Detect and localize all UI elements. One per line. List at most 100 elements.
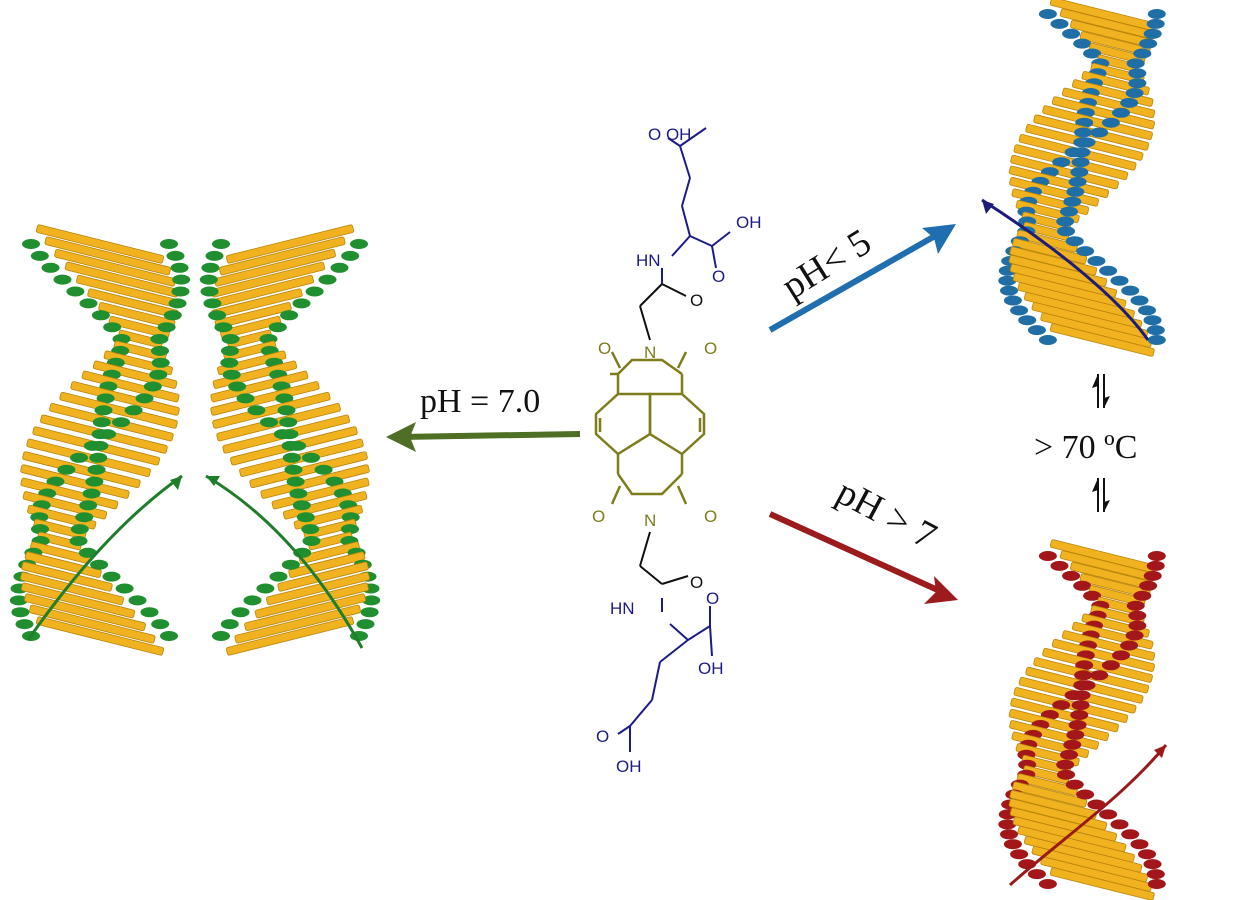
helix-rod: [59, 391, 178, 429]
helix-strand-bead: [1057, 769, 1075, 780]
helix-strand-bead: [305, 286, 324, 297]
helix-strand-bead: [124, 405, 143, 416]
helix-rod: [1088, 585, 1146, 607]
helix-rod: [20, 582, 136, 619]
helix-rod: [266, 571, 370, 606]
helix-strand-bead: [1076, 246, 1095, 257]
helix-strand-bead: [1000, 829, 1018, 840]
helix-rod: [227, 329, 272, 349]
helix-rod: [234, 604, 361, 644]
helix-strand-bead: [302, 452, 320, 463]
ndi-core: [594, 351, 706, 505]
helix-strand-bead: [115, 583, 134, 594]
helix-strand-bead: [83, 440, 102, 451]
atom-o: O: [598, 339, 611, 358]
handedness-arrow-left-b: [205, 474, 364, 649]
helix-strand-bead: [1050, 560, 1069, 571]
helix-strand-bead: [1060, 206, 1078, 217]
atom-o: O: [706, 589, 719, 608]
helix-strand-bead: [1110, 275, 1129, 286]
helix-rod: [26, 438, 151, 477]
helix-rod: [1012, 781, 1088, 808]
helix-strand-bead: [1027, 869, 1046, 880]
atom-o: O: [596, 727, 609, 746]
helix-strand-bead: [166, 250, 185, 261]
helix-strand-bead: [292, 298, 311, 309]
helix-strand-bead: [231, 607, 250, 618]
helix-rod: [298, 541, 360, 565]
helix-strand-bead: [1139, 38, 1158, 49]
helix-strand-bead: [163, 310, 182, 321]
helix-strand-bead: [1038, 9, 1057, 19]
helix-rod: [293, 504, 363, 530]
helix-strand-bead: [203, 298, 222, 309]
helix-strand-bead: [1038, 879, 1057, 889]
helix-left-a: [9, 224, 191, 656]
helix-strand-bead: [292, 500, 311, 511]
helix-strand-bead: [998, 275, 1017, 286]
helix-strand-bead: [1147, 335, 1166, 345]
helix-strand-bead: [289, 488, 308, 499]
helix-strand-bead: [31, 524, 49, 535]
helix-rod: [20, 477, 119, 510]
helix-rod: [1010, 154, 1119, 190]
helix-strand-bead: [1120, 640, 1139, 651]
helix-strand-bead: [1063, 739, 1082, 750]
helix-strand-bead: [1128, 68, 1147, 79]
helix-strand-bead: [149, 369, 168, 380]
helix-strand-bead: [1038, 551, 1057, 561]
helix-strand-bead: [301, 524, 320, 535]
helix-strand-bead: [1143, 859, 1162, 870]
helix-strand-bead: [1064, 690, 1083, 701]
helix-rod: [1049, 867, 1155, 900]
helix-strand-bead: [212, 631, 230, 641]
helix-strand-bead: [57, 464, 76, 475]
helix-rod: [1013, 687, 1129, 723]
helix-strand-bead: [1074, 670, 1093, 681]
helix-strand-bead: [228, 381, 247, 392]
helix-strand-bead: [160, 239, 178, 249]
helix-rod: [277, 561, 369, 592]
helix-strand-bead: [1147, 879, 1166, 889]
atom-o: O: [690, 291, 703, 310]
helix-rod: [27, 504, 97, 530]
side-chain-top-labels: O OH OH O HN: [636, 125, 762, 286]
atom-label: OH: [736, 213, 762, 232]
helix-strand-bead: [1060, 749, 1078, 760]
atom-n: N: [644, 511, 656, 530]
helix-rod: [271, 477, 370, 510]
arrow-down-right-icon: [768, 511, 958, 604]
helix-strand-bead: [92, 417, 111, 428]
atom-oh: OH: [616, 757, 642, 776]
helix-strand-bead: [1146, 18, 1165, 29]
helix-strand-bead: [1112, 107, 1130, 118]
helix-strand-bead: [279, 417, 298, 428]
helix-strand-bead: [1090, 127, 1109, 138]
helix-rod: [1042, 647, 1153, 683]
helix-rod: [219, 315, 282, 339]
helix-strand-bead: [1077, 137, 1096, 148]
helix-strand-bead: [1074, 127, 1093, 138]
linker-bonds: [639, 283, 689, 585]
helix-strand-bead: [269, 571, 288, 582]
helix-strand-bead: [170, 262, 189, 273]
helix-strand-bead: [341, 250, 360, 261]
helix-rod: [303, 518, 357, 540]
helix-strand-bead: [1143, 315, 1162, 326]
helix-strand-bead: [1063, 196, 1082, 207]
helix-strand-bead: [362, 595, 381, 606]
helix-strand-bead: [1052, 700, 1071, 711]
helix-strand-bead: [1077, 680, 1096, 691]
helix-strand-bead: [260, 417, 278, 428]
helix-strand-bead: [214, 322, 233, 333]
helix-strand-bead: [1083, 48, 1102, 59]
helix-strand-bead: [1010, 849, 1029, 860]
helix-rod: [37, 531, 82, 551]
helix-strand-bead: [1010, 305, 1029, 316]
helix-strand-bead: [318, 274, 337, 285]
helix-rod: [225, 616, 355, 656]
helix-strand-bead: [1027, 325, 1046, 336]
helix-strand-bead: [112, 417, 130, 428]
helix-strand-bead: [172, 274, 191, 285]
